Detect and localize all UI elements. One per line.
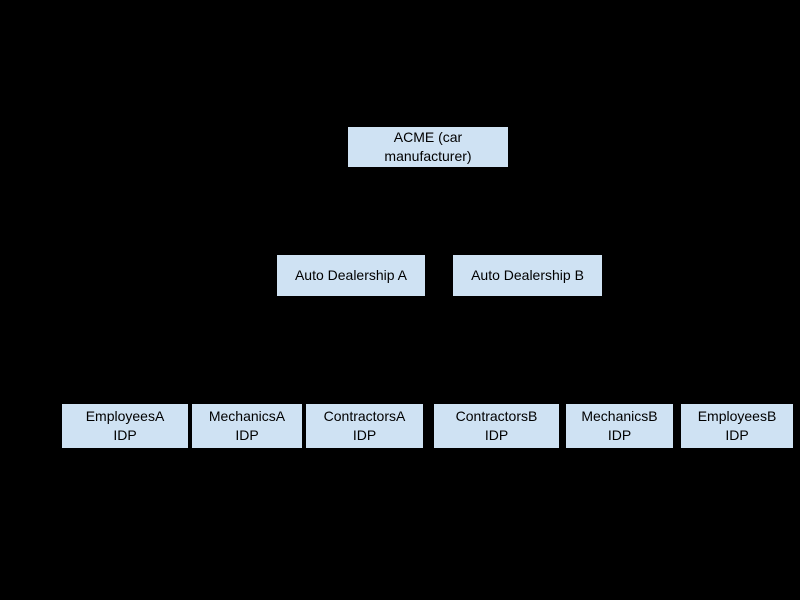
- node-label-line: manufacturer): [384, 148, 472, 164]
- node-label-line: EmployeesB: [697, 408, 777, 424]
- node-label-line: IDP: [235, 427, 259, 443]
- node-label-line: MechanicsA: [208, 408, 286, 424]
- node-label-line: IDP: [607, 427, 632, 443]
- node-contractors-b-idp: ContractorsB IDP: [434, 404, 559, 448]
- node-auto-dealership-a: Auto Dealership A: [277, 255, 425, 296]
- node-mechanics-b-idp: MechanicsB IDP: [566, 404, 673, 448]
- node-label-line: Auto Dealership B: [471, 267, 584, 283]
- node-acme-root: ACME (car manufacturer): [348, 127, 508, 167]
- node-auto-dealership-b: Auto Dealership B: [453, 255, 602, 296]
- node-label-line: Auto Dealership A: [294, 267, 408, 283]
- node-label-line: IDP: [113, 427, 137, 443]
- node-label-line: IDP: [352, 427, 377, 443]
- node-label-line: MechanicsB: [581, 408, 658, 424]
- node-label-line: ContractorsA: [323, 408, 406, 424]
- node-label-line: IDP: [725, 427, 749, 443]
- node-employees-a-idp: EmployeesA IDP: [62, 404, 188, 448]
- node-contractors-a-idp: ContractorsA IDP: [306, 404, 423, 448]
- node-label-line: ACME (car: [393, 129, 463, 145]
- node-label-line: IDP: [484, 427, 509, 443]
- node-employees-b-idp: EmployeesB IDP: [681, 404, 793, 448]
- node-mechanics-a-idp: MechanicsA IDP: [192, 404, 302, 448]
- node-label-line: EmployeesA: [85, 408, 165, 424]
- node-label-line: ContractorsB: [455, 408, 538, 424]
